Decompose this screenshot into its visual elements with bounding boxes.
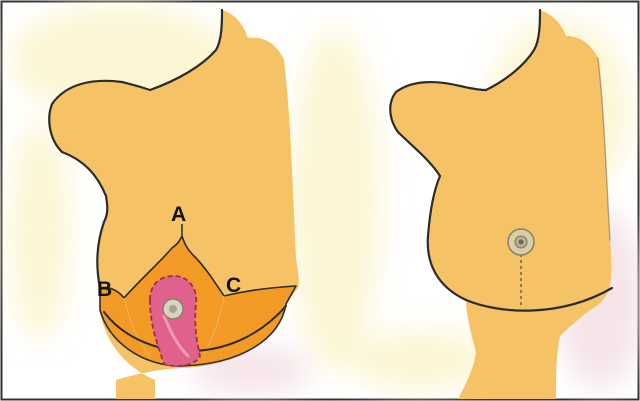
point-label-a: A [171, 203, 186, 226]
right-nipple-center [519, 240, 524, 245]
point-label-b: B [97, 278, 112, 301]
point-label-c: C [226, 274, 241, 297]
nipple-center [169, 305, 177, 313]
